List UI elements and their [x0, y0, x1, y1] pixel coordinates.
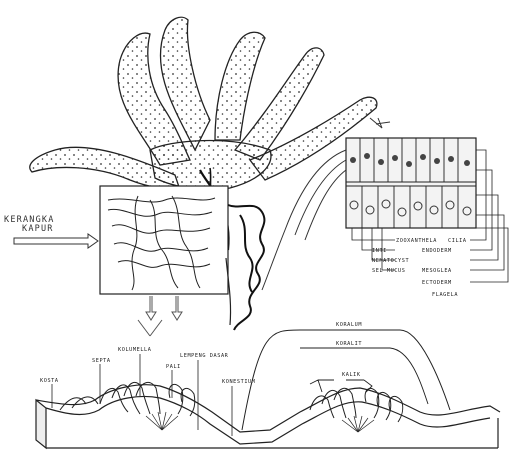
- label-flagela: FLAGELA: [432, 292, 458, 298]
- label-nematocyst: NEMATOCYST: [372, 258, 409, 264]
- kapur-label: KAPUR: [22, 224, 54, 234]
- label-kosta: KOSTA: [40, 378, 59, 384]
- mesenterial-filaments: [228, 205, 264, 330]
- label-zooxanthela: ZOOXANTHELA: [396, 238, 437, 244]
- cutaway-tissue: [100, 186, 228, 294]
- label-lempeng-dasar: LEMPENG DASAR: [180, 353, 229, 359]
- label-kalik: KALIK: [342, 372, 361, 378]
- label-inti: INTI: [372, 248, 387, 254]
- label-ectoderm: ECTODERM: [422, 280, 452, 286]
- kerangka-kapur-label-group: KERANGKA KAPUR: [4, 215, 98, 248]
- label-septa: SEPTA: [92, 358, 111, 364]
- label-koralum: KORALUM: [336, 322, 362, 328]
- label-pali: PALI: [166, 364, 181, 370]
- label-kolumella: KOLUMELLA: [118, 347, 152, 353]
- label-koralit: KORALIT: [336, 341, 362, 347]
- down-arrows: [138, 296, 182, 336]
- skeleton-section: [36, 330, 500, 448]
- arrow-icon: [14, 234, 98, 248]
- label-cilia: CILIA: [448, 238, 467, 244]
- label-mesoglea: MESOGLEA: [422, 268, 452, 274]
- label-konestium: KONESTIUM: [222, 379, 256, 385]
- label-endoderm: ENDODERM: [422, 248, 452, 254]
- label-sel-mucus: SEL MUCUS: [372, 268, 406, 274]
